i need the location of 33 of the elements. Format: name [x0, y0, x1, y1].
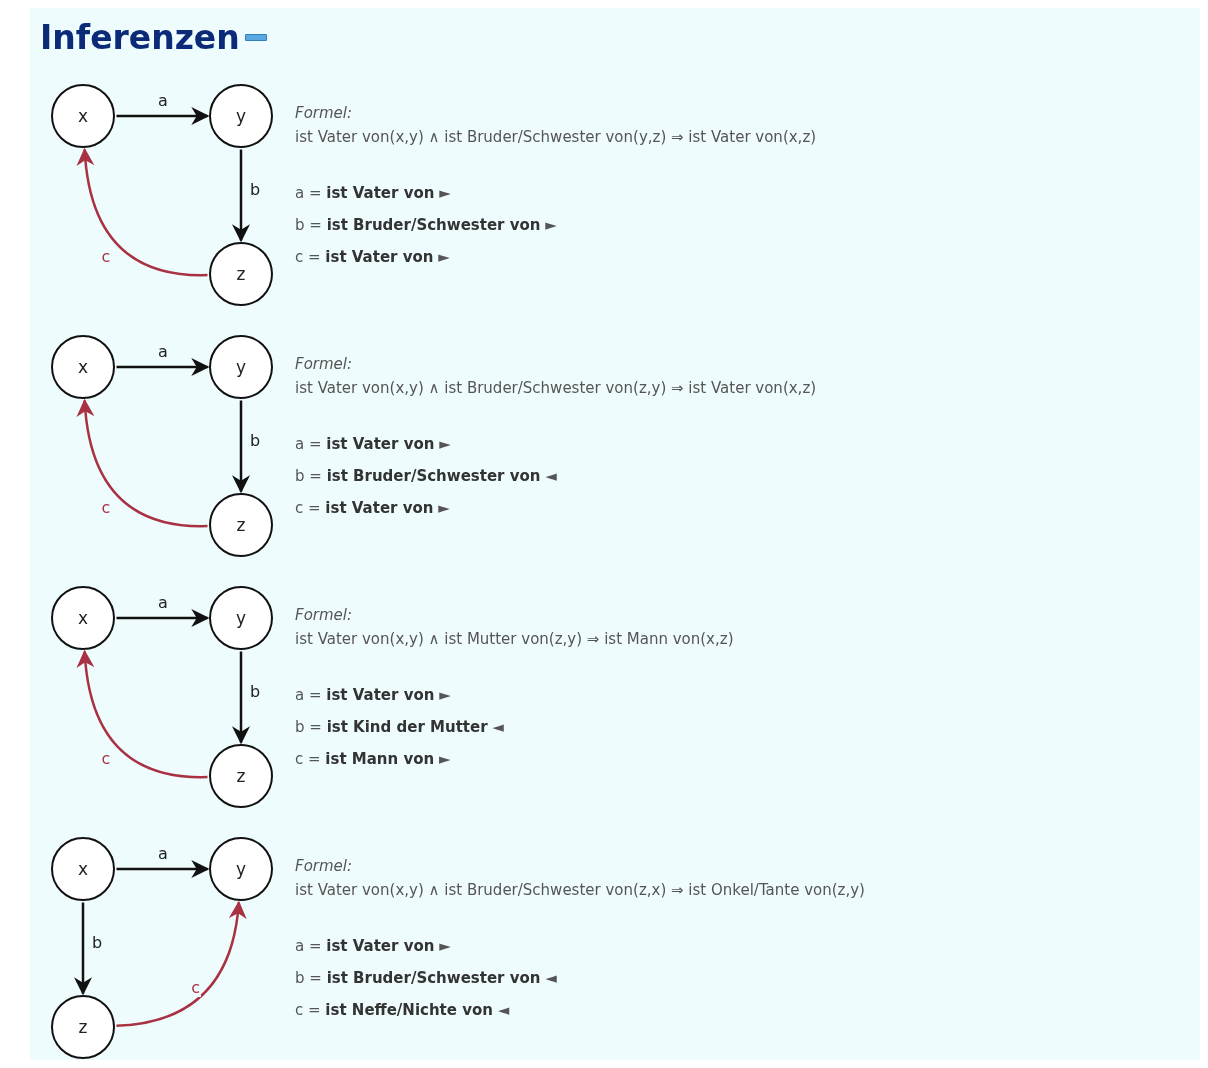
definition-text: c = ist Neffe/Nichte von ◄ [295, 1001, 510, 1019]
definition-text: a = ist Vater von ► [295, 435, 451, 453]
definition-text: c = ist Vater von ► [295, 248, 450, 266]
definition-text: a = ist Vater von ► [295, 686, 451, 704]
title: Inferenzen [40, 18, 240, 57]
arrow [232, 149, 250, 243]
definition-text: b = ist Bruder/Schwester von ◄ [295, 969, 557, 987]
definition-text: b = ist Bruder/Schwester von ◄ [295, 467, 557, 485]
arrow [116, 609, 210, 627]
arrow [77, 649, 208, 779]
arrow [232, 651, 250, 745]
definition-text: a = ist Vater von ► [295, 184, 451, 202]
arrow [116, 900, 247, 1028]
arrow [116, 860, 210, 878]
arrow [74, 902, 92, 996]
arrow [77, 147, 208, 277]
formula-heading: Formel: [295, 104, 353, 122]
arrow [116, 358, 210, 376]
arrow [232, 400, 250, 494]
definition-text: a = ist Vater von ► [295, 937, 451, 955]
definition-text: b = ist Kind der Mutter ◄ [295, 718, 504, 736]
arrow [116, 107, 210, 125]
formula-heading: Formel: [295, 606, 353, 624]
formula-heading: Formel: [295, 857, 353, 875]
formula-text: ist Vater von(x,y) ∧ ist Bruder/Schwester von(y,z) ⇒ ist Vater von(x,z) [295, 128, 817, 146]
definition-text: b = ist Bruder/Schwester von ► [295, 216, 557, 234]
definition-text: c = ist Mann von ► [295, 750, 451, 768]
formula-text: ist Vater von(x,y) ∧ ist Bruder/Schwester von(z,y) ⇒ ist Vater von(x,z) [295, 379, 817, 397]
formula-heading: Formel: [295, 355, 353, 373]
formula-text: ist Vater von(x,y) ∧ ist Bruder/Schwester von(z,x) ⇒ ist Onkel/Tante von(z,y) [295, 881, 865, 899]
definition-text: c = ist Vater von ► [295, 499, 450, 517]
formula-text: ist Vater von(x,y) ∧ ist Mutter von(z,y) ⇒ ist Mann von(x,z) [295, 630, 734, 648]
arrow [77, 398, 208, 528]
